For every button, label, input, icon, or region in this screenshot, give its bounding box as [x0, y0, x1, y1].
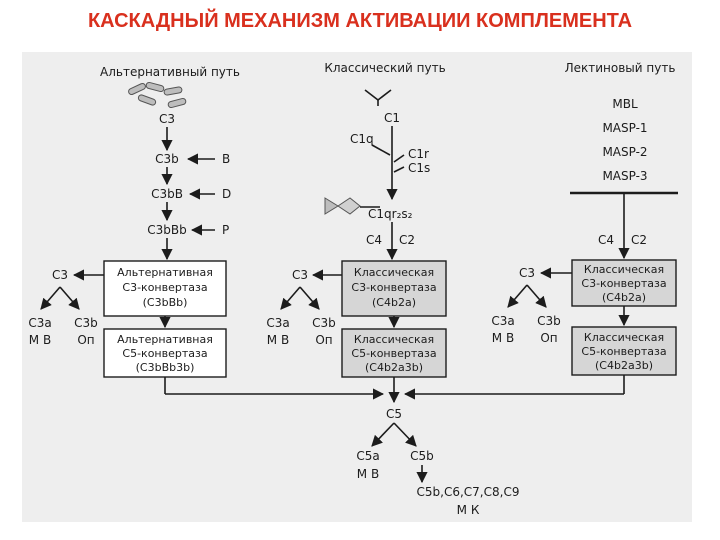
cls-split-c3: C3 — [292, 268, 308, 282]
alt-split-c3: C3 — [52, 268, 68, 282]
cls-box1-line3: (C4b2a) — [372, 296, 416, 309]
alt-factor-p: P — [222, 223, 229, 237]
lec-split-c3: C3 — [519, 266, 535, 280]
alt-c3bbb-label: C3bBb — [147, 223, 186, 237]
alt-box2-line1: Альтернативная — [117, 333, 213, 346]
cls-op: Оп — [315, 333, 332, 347]
cls-c2: C2 — [399, 233, 415, 247]
cls-arrow-c3b-out — [299, 286, 320, 310]
lec-box2-line2: С5-конвертаза — [581, 345, 666, 358]
lec-c2: C2 — [631, 233, 647, 247]
cls-box2-line2: С5-конвертаза — [351, 347, 436, 360]
lec-box2-line3: (C4b2a3b) — [595, 359, 653, 372]
alt-c3b-label: C3b — [155, 152, 179, 166]
cls-box1-line1: Классическая — [354, 266, 434, 279]
cls-c3b-out: C3b — [312, 316, 336, 330]
lec-item-mbl: MBL — [612, 97, 638, 111]
lec-box2-line1: Классическая — [584, 331, 664, 344]
mk-label: М К — [457, 503, 480, 517]
lec-arrow-c3a — [507, 284, 528, 308]
lec-item-masp2: MASP-2 — [602, 145, 647, 159]
lec-c3a: C3a — [491, 314, 514, 328]
c5a-mb: М В — [357, 467, 379, 481]
alt-op: Оп — [77, 333, 94, 347]
cls-c5-convertase-box — [341, 328, 447, 378]
header-lectin: Лектиновый путь — [565, 61, 676, 75]
cls-c1r: C1r — [408, 147, 429, 161]
alt-arrow-c3b-out — [59, 286, 80, 310]
header-alternative: Альтернативный путь — [100, 65, 240, 79]
cls-box2-line1: Классическая — [354, 333, 434, 346]
lec-op: Оп — [540, 331, 557, 345]
lec-box1-line3: (C4b2a) — [602, 291, 646, 304]
alt-mb: М В — [29, 333, 51, 347]
cls-mb: М В — [267, 333, 289, 347]
c5b-label: C5b — [410, 449, 434, 463]
alt-c3bb-label: C3bB — [151, 187, 183, 201]
lec-item-masp1: MASP-1 — [602, 121, 647, 135]
c5-label: C5 — [386, 407, 402, 421]
terminal-complex: C5b,C6,C7,C8,C9 — [417, 485, 520, 499]
cls-c1qr2s2: C1qr₂s₂ — [368, 207, 413, 221]
arrow-c5b — [393, 422, 417, 447]
cls-c1q-connector — [371, 144, 391, 156]
alt-arrow-c3a — [40, 286, 61, 310]
alt-c5-convertase-box — [103, 328, 227, 378]
c5a-label: C5a — [356, 449, 379, 463]
lec-c3-convertase-box — [571, 259, 677, 307]
alt-box1-line3: (C3bBb) — [143, 296, 188, 309]
lec-arrow-c3b-out — [526, 284, 547, 308]
cls-c1s: C1s — [408, 161, 430, 175]
alt-factor-d: D — [222, 187, 231, 201]
cls-c1q: C1q — [350, 132, 374, 146]
antigen-antibody-complex-icon — [324, 197, 361, 215]
alt-c3-convertase-box — [103, 260, 227, 317]
bacteria-icon — [128, 81, 187, 109]
cls-box2-line3: (C4b2a3b) — [365, 361, 423, 374]
cls-c3a: C3a — [266, 316, 289, 330]
cls-c1-label: C1 — [384, 111, 400, 125]
cls-arrow-c3a — [280, 286, 301, 310]
cls-c1s-connector — [393, 166, 405, 173]
cls-c1r-connector — [393, 154, 405, 163]
cls-c4: C4 — [366, 233, 382, 247]
page-title: КАСКАДНЫЙ МЕХАНИЗМ АКТИВАЦИИ КОМПЛЕМЕНТА — [87, 10, 633, 32]
alt-box2-line2: С5-конвертаза — [122, 347, 207, 360]
lec-mb: М В — [492, 331, 514, 345]
alt-box2-line3: (C3bBb3b) — [136, 361, 195, 374]
lec-box1-line1: Классическая — [584, 263, 664, 276]
header-classical: Классический путь — [324, 61, 445, 75]
arrow-c5a — [371, 422, 395, 447]
lec-box1-line2: С3-конвертаза — [581, 277, 666, 290]
alt-box1-line1: Альтернативная — [117, 266, 213, 279]
lec-c5-convertase-box — [571, 326, 677, 376]
alt-c3b-out: C3b — [74, 316, 98, 330]
cls-box1-line2: С3-конвертаза — [351, 281, 436, 294]
lec-item-masp3: MASP-3 — [602, 169, 647, 183]
lec-c3b-out: C3b — [537, 314, 561, 328]
alt-c3a: C3a — [28, 316, 51, 330]
alt-factor-b: B — [222, 152, 230, 166]
lec-c4: C4 — [598, 233, 614, 247]
alt-box1-line2: С3-конвертаза — [122, 281, 207, 294]
antibody-icon — [364, 89, 392, 102]
alt-c3-label: C3 — [159, 112, 175, 126]
